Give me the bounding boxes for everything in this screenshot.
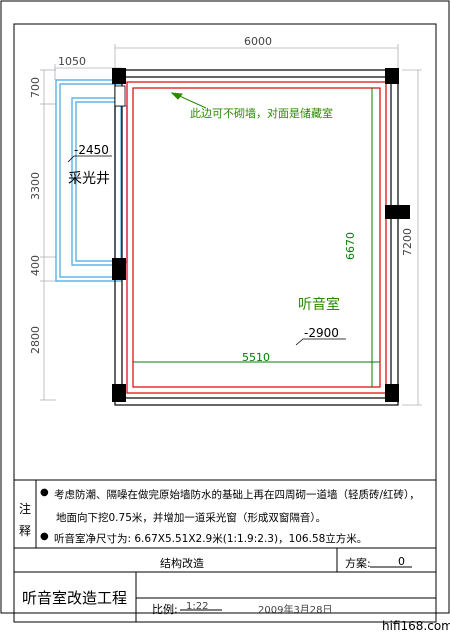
dimension-label-inner-width: 5510 bbox=[242, 351, 270, 364]
dimension-label-top-width: 6000 bbox=[244, 35, 272, 48]
scale-label: 比例: bbox=[152, 603, 178, 616]
project-name: 听音室改造工程 bbox=[22, 589, 128, 607]
title-subject: 结构改造 bbox=[160, 557, 204, 570]
structural-columns bbox=[112, 68, 410, 402]
room-name: 听音室 bbox=[298, 297, 340, 313]
note-line-2: 地面向下挖0.75米，并增加一道采光窗（形成双窗隔音）。 bbox=[56, 512, 327, 524]
notes-side-label: 注释 bbox=[19, 502, 32, 538]
drawing-date: 2009年3月28日 bbox=[258, 605, 333, 616]
wall-opening bbox=[114, 85, 126, 107]
dimension-light-well-width bbox=[54, 64, 122, 80]
notes-frame bbox=[14, 479, 436, 549]
note-line-1: 考虑防潮、隔噪在做完原始墙防水的基础上再在四周砌一道墙（轻质砖/红砖）， bbox=[54, 489, 420, 501]
outer-wall bbox=[114, 69, 399, 406]
dimension-label-right-height: 7200 bbox=[401, 228, 414, 256]
note-leader-arrow bbox=[170, 92, 207, 109]
room-level: -2900 bbox=[304, 326, 339, 340]
level-marker-light-well bbox=[67, 155, 112, 163]
title-block-frame bbox=[14, 548, 436, 622]
scheme-value: 0 bbox=[398, 555, 405, 568]
dimension-label-light-well-width: 1050 bbox=[58, 55, 86, 68]
dimension-top-width bbox=[114, 44, 399, 70]
sheet-inner-frame bbox=[13, 23, 437, 623]
note-line-3: 听音室净尺寸为: 6.67X5.51X2.9米(1:1.9:2.3)，106.5… bbox=[54, 533, 368, 545]
note-bullet-1: ● bbox=[40, 487, 49, 498]
wall-note: 此边可不砌墙，对面是储藏室 bbox=[190, 107, 333, 120]
dimension-label-left-seg-2: 3300 bbox=[29, 172, 42, 200]
light-well-level: -2450 bbox=[74, 143, 109, 157]
inner-wall bbox=[126, 81, 387, 394]
dimension-left-chain bbox=[40, 69, 56, 401]
dimension-label-inner-height: 6670 bbox=[344, 232, 357, 260]
dimension-label-left-seg-1: 700 bbox=[29, 77, 42, 98]
dimension-label-left-seg-4: 2800 bbox=[29, 326, 42, 354]
note-bullet-2: ● bbox=[40, 531, 49, 542]
dimension-label-left-seg-3: 400 bbox=[29, 255, 42, 276]
scale-value: 1:22 bbox=[186, 601, 209, 612]
sheet-outer-frame bbox=[0, 0, 450, 614]
level-marker-room bbox=[295, 338, 346, 346]
light-well-name: 采光井 bbox=[68, 171, 110, 187]
watermark: hifi168.com bbox=[382, 619, 450, 633]
scheme-label: 方案: bbox=[345, 557, 371, 570]
dimension-right-height bbox=[402, 69, 422, 406]
